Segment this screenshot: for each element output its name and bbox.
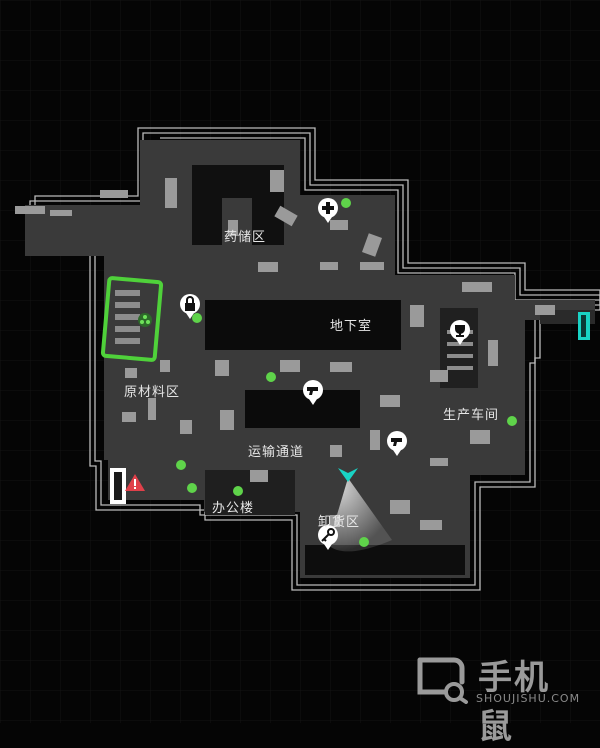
lock-icon[interactable] bbox=[180, 294, 200, 319]
exit-door-icon[interactable] bbox=[578, 312, 590, 340]
medkit-icon[interactable] bbox=[318, 198, 338, 223]
weapon-icon[interactable] bbox=[387, 431, 407, 456]
loot-dot[interactable] bbox=[187, 483, 197, 493]
player-marker-icon bbox=[338, 468, 358, 482]
loot-dot[interactable] bbox=[359, 537, 369, 547]
loot-dot[interactable] bbox=[176, 460, 186, 470]
zone-label-basement: 地下室 bbox=[330, 319, 373, 334]
vision-cone bbox=[328, 478, 392, 552]
floor-area bbox=[25, 140, 595, 578]
loot-dot[interactable] bbox=[507, 416, 517, 426]
watermark: 手机鼠 SHOUJISHU.COM bbox=[414, 650, 584, 747]
warning-icon bbox=[125, 474, 145, 491]
zone-label-production: 生产车间 bbox=[443, 408, 500, 423]
weapon-icon[interactable] bbox=[303, 380, 323, 405]
watermark-logo-icon bbox=[417, 657, 468, 704]
loot-dot[interactable] bbox=[341, 198, 351, 208]
watermark-site: SHOUJISHU.COM bbox=[476, 692, 581, 705]
obstacles bbox=[15, 170, 555, 530]
zone-label-pharmacy: 药储区 bbox=[224, 230, 267, 245]
facility-map bbox=[0, 0, 600, 723]
zone-label-raw-materials: 原材料区 bbox=[124, 385, 181, 400]
exit-door-icon[interactable] bbox=[110, 468, 126, 504]
highlight-box[interactable] bbox=[100, 276, 164, 362]
biohazard-icon bbox=[138, 313, 152, 327]
key-icon[interactable] bbox=[318, 525, 338, 550]
loot-dot[interactable] bbox=[192, 313, 202, 323]
zone-label-transport: 运输通道 bbox=[248, 445, 305, 460]
loot-dot[interactable] bbox=[266, 372, 276, 382]
zone-label-office: 办公楼 bbox=[212, 501, 255, 516]
loot-dot[interactable] bbox=[233, 486, 243, 496]
basement-room bbox=[205, 300, 401, 350]
zone-label-loading: 卸货区 bbox=[318, 515, 361, 530]
trophy-icon[interactable] bbox=[450, 320, 470, 345]
loot-points bbox=[176, 198, 517, 547]
